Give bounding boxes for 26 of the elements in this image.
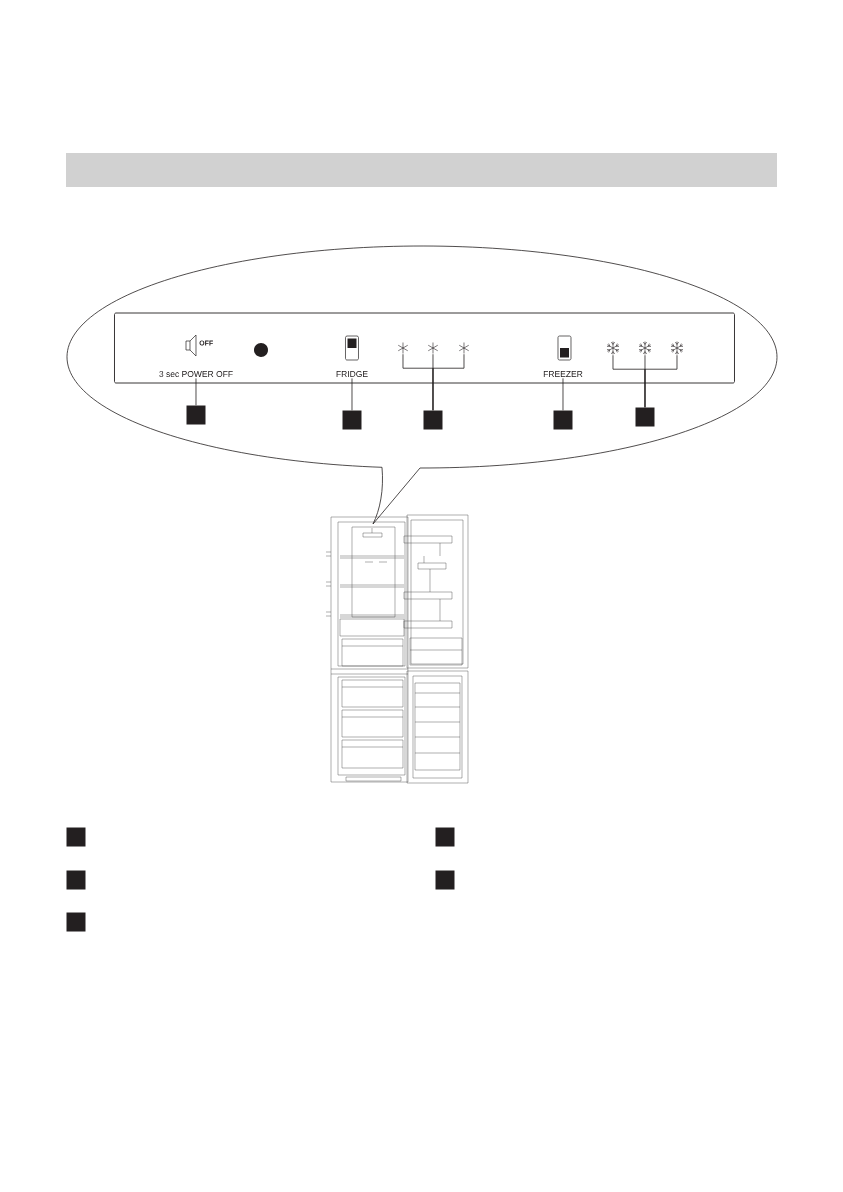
panel-label: FRIDGE [336, 371, 368, 377]
snowflake-icon [606, 341, 620, 355]
snowflake-icon [638, 341, 652, 355]
callout-square [553, 410, 573, 430]
callout-square [66, 827, 86, 847]
star-icon [458, 342, 470, 354]
callout-bubble [66, 245, 778, 525]
leader-line [432, 353, 465, 411]
star-icon [427, 342, 439, 354]
leader-line [644, 354, 678, 408]
callout-square [435, 827, 455, 847]
callout-square [186, 405, 206, 425]
callout-square [423, 410, 443, 430]
panel-label: 3 sec POWER OFF [159, 371, 233, 377]
callout-square [66, 912, 86, 932]
leader-line [351, 378, 353, 411]
callout-square [635, 407, 655, 427]
snowflake-icon [670, 341, 684, 355]
leader-line [195, 378, 197, 406]
panel-label: FREEZER [543, 371, 583, 377]
callout-square [435, 870, 455, 890]
callout-square [342, 410, 362, 430]
control-panel [114, 312, 735, 384]
leader-line [562, 377, 564, 411]
callout-square [66, 870, 86, 890]
star-icon [397, 342, 409, 354]
